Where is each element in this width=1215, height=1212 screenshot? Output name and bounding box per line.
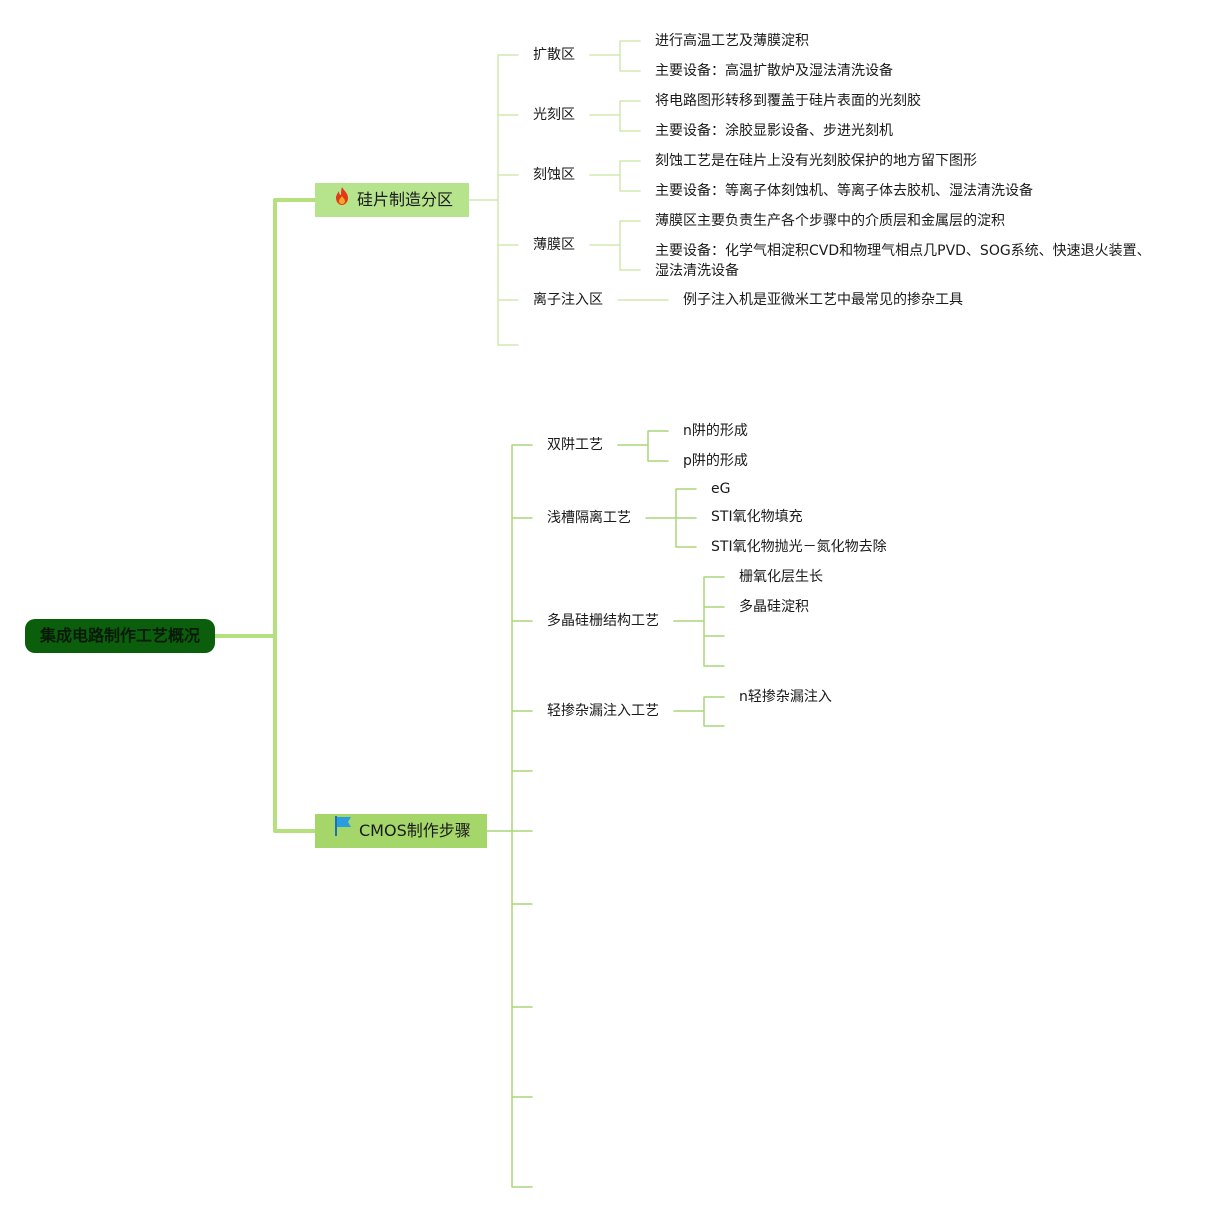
branch2-connector — [481, 444, 533, 1188]
leaf-etch-2[interactable]: 主要设备：等离子体刻蚀机、等离子体去胶机、湿法清洗设备 — [655, 183, 1033, 199]
leaf-sti-2[interactable]: STI氧化物填充 — [711, 509, 803, 525]
leaf-diffusion-1[interactable]: 进行高温工艺及薄膜淀积 — [655, 33, 809, 49]
topic-lithography-zone[interactable]: 光刻区 — [533, 107, 575, 123]
leaf-ion-implant-1[interactable]: 例子注入机是亚微米工艺中最常见的掺杂工具 — [683, 292, 963, 308]
leaf-p-well[interactable]: p阱的形成 — [683, 453, 748, 469]
root-node[interactable]: 集成电路制作工艺概况 — [25, 619, 215, 653]
leaf-gate-oxide[interactable]: 栅氧化层生长 — [739, 569, 823, 585]
flag-icon — [333, 815, 353, 849]
leaf-n-well[interactable]: n阱的形成 — [683, 423, 748, 439]
topic-thin-film-zone[interactable]: 薄膜区 — [533, 237, 575, 253]
leaf-thin-film-2[interactable]: 主要设备：化学气相淀积CVD和物理气相点几PVD、SOG系统、快速退火装置、湿法… — [655, 243, 1151, 279]
topic-poly-gate[interactable]: 多晶硅栅结构工艺 — [547, 613, 659, 629]
leaf-thin-film-1[interactable]: 薄膜区主要负责生产各个步骤中的介质层和金属层的淀积 — [655, 213, 1005, 229]
leaf-lithography-1[interactable]: 将电路图形转移到覆盖于硅片表面的光刻胶 — [655, 93, 921, 109]
topic-twin-well[interactable]: 双阱工艺 — [547, 437, 603, 453]
leaf-diffusion-2[interactable]: 主要设备：高温扩散炉及湿法清洗设备 — [655, 63, 893, 79]
branch-label: 硅片制造分区 — [357, 190, 454, 209]
leaf-n-ldd[interactable]: n轻掺杂漏注入 — [739, 689, 832, 705]
branch-label: CMOS制作步骤 — [359, 821, 471, 840]
leaf-lithography-2[interactable]: 主要设备：涂胶显影设备、步进光刻机 — [655, 123, 893, 139]
leaf-poly-deposition[interactable]: 多晶硅淀积 — [739, 599, 809, 615]
topic-ldd[interactable]: 轻掺杂漏注入工艺 — [547, 703, 659, 719]
topic-etch-zone[interactable]: 刻蚀区 — [533, 167, 575, 183]
leaf-sti-3[interactable]: STI氧化物抛光－氮化物去除 — [711, 539, 887, 555]
root-connector — [213, 198, 317, 833]
branch1-connector — [467, 54, 519, 346]
topic-ion-implant-zone[interactable]: 离子注入区 — [533, 292, 603, 308]
branch2-child-connectors — [617, 430, 725, 727]
leaf-sti-1[interactable]: eG — [711, 481, 731, 497]
fire-icon — [333, 184, 351, 218]
topic-sti[interactable]: 浅槽隔离工艺 — [547, 510, 631, 526]
leaf-etch-1[interactable]: 刻蚀工艺是在硅片上没有光刻胶保护的地方留下图形 — [655, 153, 977, 169]
branch-cmos-steps[interactable]: CMOS制作步骤 — [315, 814, 487, 848]
branch1-child-connectors — [589, 40, 669, 301]
branch-wafer-fab-zones[interactable]: 硅片制造分区 — [315, 183, 470, 218]
topic-diffusion-zone[interactable]: 扩散区 — [533, 47, 575, 63]
